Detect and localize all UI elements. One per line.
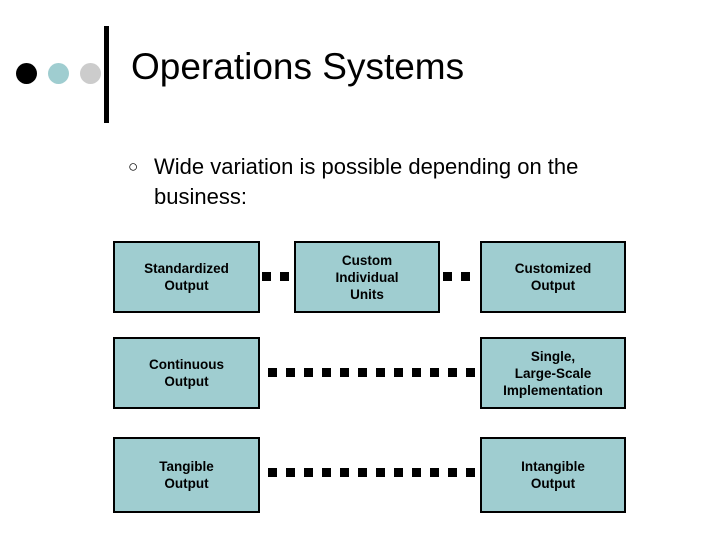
- dot-black-icon: [16, 63, 37, 84]
- connector-custom-units-to-customized: [443, 272, 479, 281]
- bullet-marker-icon: ○: [128, 157, 139, 176]
- dot-gray-icon: [80, 63, 101, 84]
- dot-teal-icon: [48, 63, 69, 84]
- decorative-dots: [16, 63, 101, 84]
- connector-tangible-to-intangible: [268, 468, 476, 477]
- connector-standardized-to-custom-units: [262, 272, 293, 281]
- bullet-list-item: ○ Wide variation is possible depending o…: [128, 152, 688, 212]
- bullet-text: Wide variation is possible depending on …: [154, 154, 579, 209]
- title-divider-rule: [104, 26, 109, 123]
- connector-continuous-to-single-large-scale: [268, 368, 476, 377]
- slide-header: Operations Systems: [0, 0, 720, 130]
- page-title: Operations Systems: [131, 46, 465, 87]
